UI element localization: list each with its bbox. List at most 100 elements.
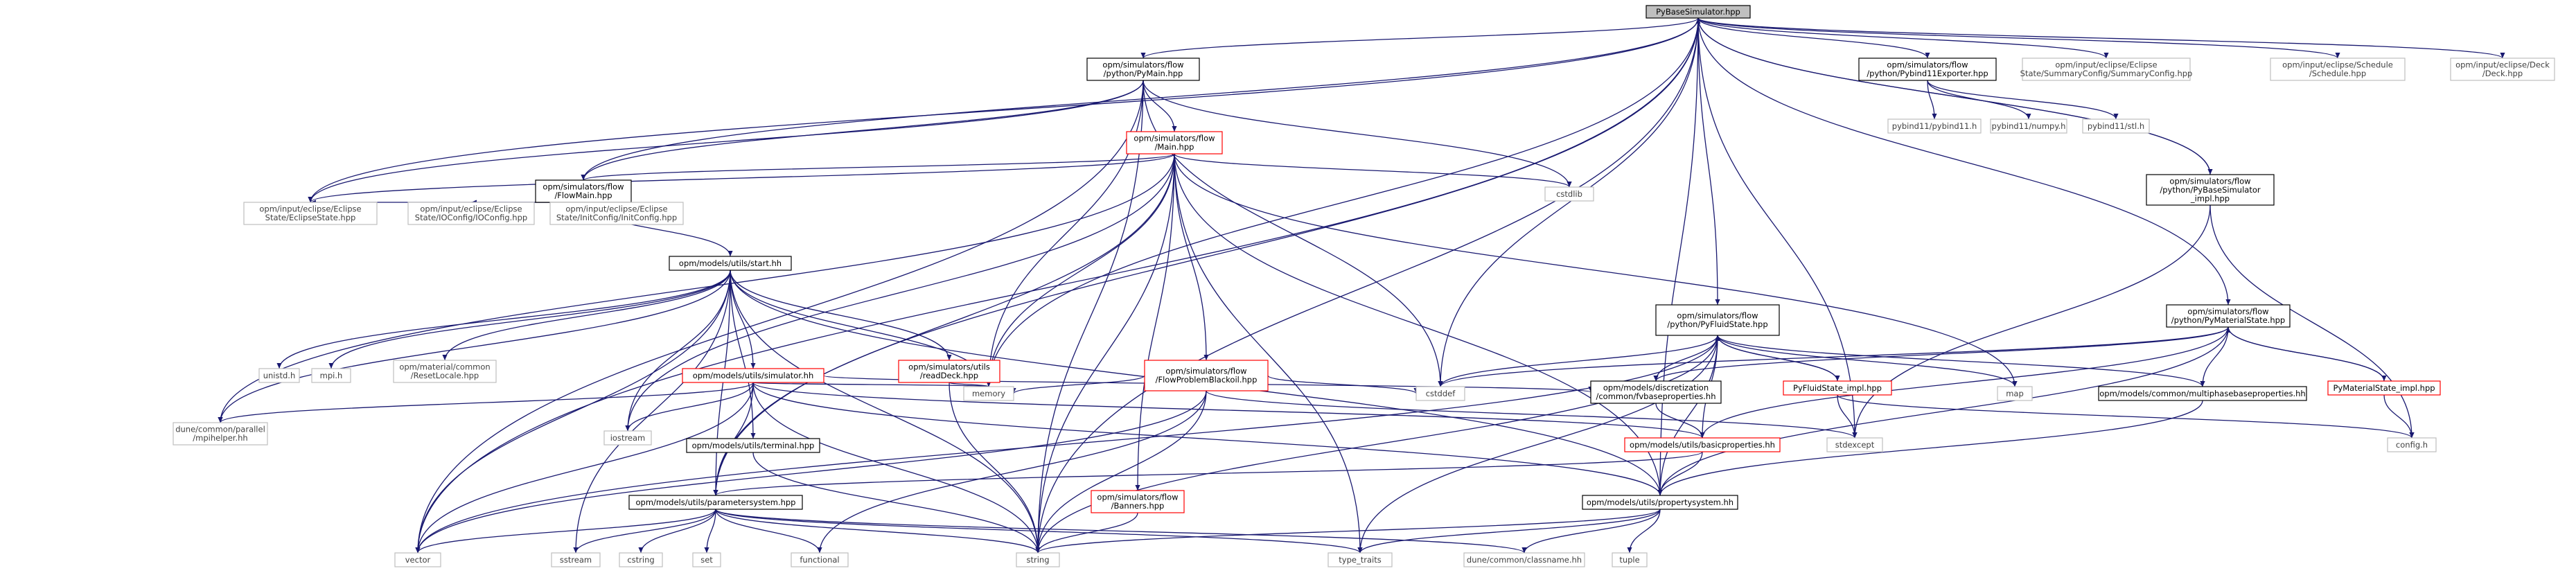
- node-box: [1858, 58, 1997, 81]
- node-box: [1582, 495, 1738, 510]
- node-pymaterialstate[interactable]: opm/simulators/flow/python/PyMaterialSta…: [2166, 304, 2291, 328]
- node-numpy: pybind11/numpy.h: [1990, 118, 2067, 134]
- node-vector: vector: [394, 552, 441, 567]
- node-pybind11h: pybind11/pybind11.h: [1887, 118, 1982, 134]
- node-label-line: /python/PyFluidState.hpp: [1667, 319, 1767, 329]
- node-label-line: map: [2006, 389, 2024, 398]
- edge-pymatimpl-to-pymaterialstate: [2225, 326, 2385, 382]
- node-label-line: /readDeck.hpp: [920, 371, 978, 380]
- node-box: [1646, 5, 1751, 19]
- edge-simulatorhh-to-mpihelper: [218, 382, 754, 423]
- node-label-line: opm/models/discretization: [1603, 383, 1709, 393]
- node-pyfluidimpl[interactable]: PyFluidState_impl.hpp: [1783, 380, 1892, 396]
- edge-pybasesim-to-pyfluidstate: [1697, 17, 1720, 306]
- node-pybind11exp[interactable]: opm/simulators/flow/python/Pybind11Expor…: [1858, 58, 1997, 81]
- edge-propsys-to-tuple: [1627, 509, 1661, 554]
- node-label-line: opm/models/utils/terminal.hpp: [692, 441, 815, 450]
- node-box: [173, 422, 268, 446]
- node-set: set: [692, 552, 721, 567]
- node-banners[interactable]: opm/simulators/flow/Banners.hpp: [1091, 490, 1185, 513]
- node-label-line: PyBaseSimulator.hpp: [1656, 7, 1740, 17]
- edge-mainhpp-to-banners: [1135, 153, 1175, 491]
- edge-pyfluidstate-to-propsys: [1657, 335, 1718, 496]
- edge-pybasesim-to-pymain: [1140, 17, 1699, 59]
- node-box: [791, 552, 849, 567]
- node-label-line: unistd.h: [263, 371, 296, 380]
- node-multiphase[interactable]: opm/models/common/multiphasebaseproperti…: [2098, 386, 2307, 401]
- node-box: [1016, 552, 1060, 567]
- edge-pyfluidstate-to-cstddef: [1438, 335, 1718, 387]
- node-paramsys[interactable]: opm/models/utils/parametersystem.hpp: [628, 495, 803, 510]
- node-label-line: string: [1026, 555, 1049, 565]
- node-label-line: memory: [972, 389, 1005, 398]
- edge-mainhpp-to-memory: [986, 153, 1175, 387]
- node-pybasesim[interactable]: PyBaseSimulator.hpp: [1646, 5, 1751, 19]
- node-deck: opm/input/eclipse/Deck/Deck.hpp: [2450, 58, 2555, 81]
- node-string: string: [1016, 552, 1060, 567]
- edge-layer: [218, 17, 2505, 554]
- node-box: [2166, 304, 2291, 328]
- edge-propsys-to-typetraits: [1357, 509, 1661, 554]
- node-functional: functional: [791, 552, 849, 567]
- node-label-line: opm/input/eclipse/Eclipse: [2055, 60, 2157, 70]
- node-box: [2387, 437, 2437, 452]
- node-box: [2327, 380, 2441, 396]
- node-readdeck[interactable]: opm/simulators/utils/readDeck.hpp: [898, 360, 1000, 383]
- node-label-line: config.h: [2396, 440, 2428, 450]
- node-label-line: stdexcept: [1835, 440, 1875, 450]
- node-label-line: opm/material/common: [399, 362, 490, 372]
- node-label-line: State/EclipseState.hpp: [265, 213, 356, 222]
- node-pybasesimimpl[interactable]: opm/simulators/flow/python/PyBaseSimulat…: [2146, 174, 2275, 206]
- node-label-line: opm/simulators/flow: [2187, 307, 2268, 317]
- edge-pybasesim-to-stdexcept: [1697, 17, 1858, 439]
- edge-simulatorhh-to-string: [752, 382, 1041, 554]
- node-label-line: PyMaterialState_impl.hpp: [2333, 383, 2435, 393]
- node-label-line: PyFluidState_impl.hpp: [1793, 383, 1882, 393]
- node-box: [535, 179, 632, 203]
- node-pyfluidstate[interactable]: opm/simulators/flow/python/PyFluidState.…: [1655, 304, 1780, 336]
- node-label-line: opm/models/common/multiphasebaseproperti…: [2099, 389, 2305, 398]
- node-memory: memory: [963, 386, 1014, 401]
- node-box: [394, 552, 441, 567]
- node-layer: PyBaseSimulator.hpp opm/simulators/flow/p…: [173, 5, 2555, 567]
- edge-start-to-unistd: [276, 270, 731, 369]
- node-box: [1327, 552, 1393, 567]
- edge-start-to-iostream: [625, 270, 731, 432]
- node-label-line: pybind11/pybind11.h: [1892, 121, 1977, 131]
- node-mainhpp[interactable]: opm/simulators/flow/Main.hpp: [1126, 131, 1223, 155]
- node-box: [551, 552, 601, 567]
- edge-mainhpp-to-typetraits: [1174, 153, 1363, 554]
- node-box: [1990, 118, 2067, 134]
- node-label-line: opm/simulators/flow: [1165, 367, 1246, 376]
- node-box: [1463, 552, 1585, 567]
- node-fvbase[interactable]: opm/models/discretization/common/fvbasep…: [1590, 380, 1722, 404]
- edge-mainhpp-to-flowproblem: [1174, 153, 1209, 361]
- node-terminal[interactable]: opm/models/utils/terminal.hpp: [686, 438, 820, 453]
- node-simulatorhh[interactable]: opm/models/utils/simulator.hh: [682, 368, 824, 383]
- node-eclipsestate: opm/input/eclipse/EclipseState/EclipseSt…: [243, 202, 378, 225]
- node-label-line: pybind11/stl.h: [2088, 121, 2144, 131]
- node-pymatimpl[interactable]: PyMaterialState_impl.hpp: [2327, 380, 2441, 396]
- node-flowproblem[interactable]: opm/simulators/flow/FlowProblemBlackoil.…: [1144, 360, 1269, 391]
- node-iostream: iostream: [603, 430, 652, 446]
- node-label-line: set: [700, 555, 713, 565]
- node-basicprops[interactable]: opm/models/utils/basicproperties.hh: [1624, 437, 1781, 452]
- node-box: [1997, 386, 2033, 401]
- node-label-line: vector: [405, 555, 431, 565]
- edge-basicprops-to-paramsys: [713, 451, 1703, 496]
- node-mpihelper: dune/common/parallel/mpihelper.hh: [173, 422, 268, 446]
- node-label-line: opm/input/eclipse/Eclipse: [420, 204, 522, 214]
- edge-paramsys-to-set: [704, 509, 716, 554]
- node-pymain[interactable]: opm/simulators/flow/python/PyMain.hpp: [1086, 58, 1200, 81]
- node-tuple: tuple: [1612, 552, 1648, 567]
- node-label-line: opm/input/eclipse/Eclipse: [259, 204, 361, 214]
- node-box: [2098, 386, 2307, 401]
- edge-pyfluidstate-to-multiphase: [1717, 335, 2205, 387]
- node-propsys[interactable]: opm/models/utils/propertysystem.hh: [1582, 495, 1738, 510]
- edge-propsys-to-string: [1035, 509, 1661, 554]
- node-flowmain[interactable]: opm/simulators/flow/FlowMain.hpp: [535, 179, 632, 203]
- edge-pyfluidstate-to-fvbase: [1653, 335, 1718, 382]
- edge-simulatorhh-to-vector: [415, 382, 754, 554]
- edge-pymain-to-string: [1035, 80, 1144, 554]
- node-start[interactable]: opm/models/utils/start.hh: [669, 256, 792, 271]
